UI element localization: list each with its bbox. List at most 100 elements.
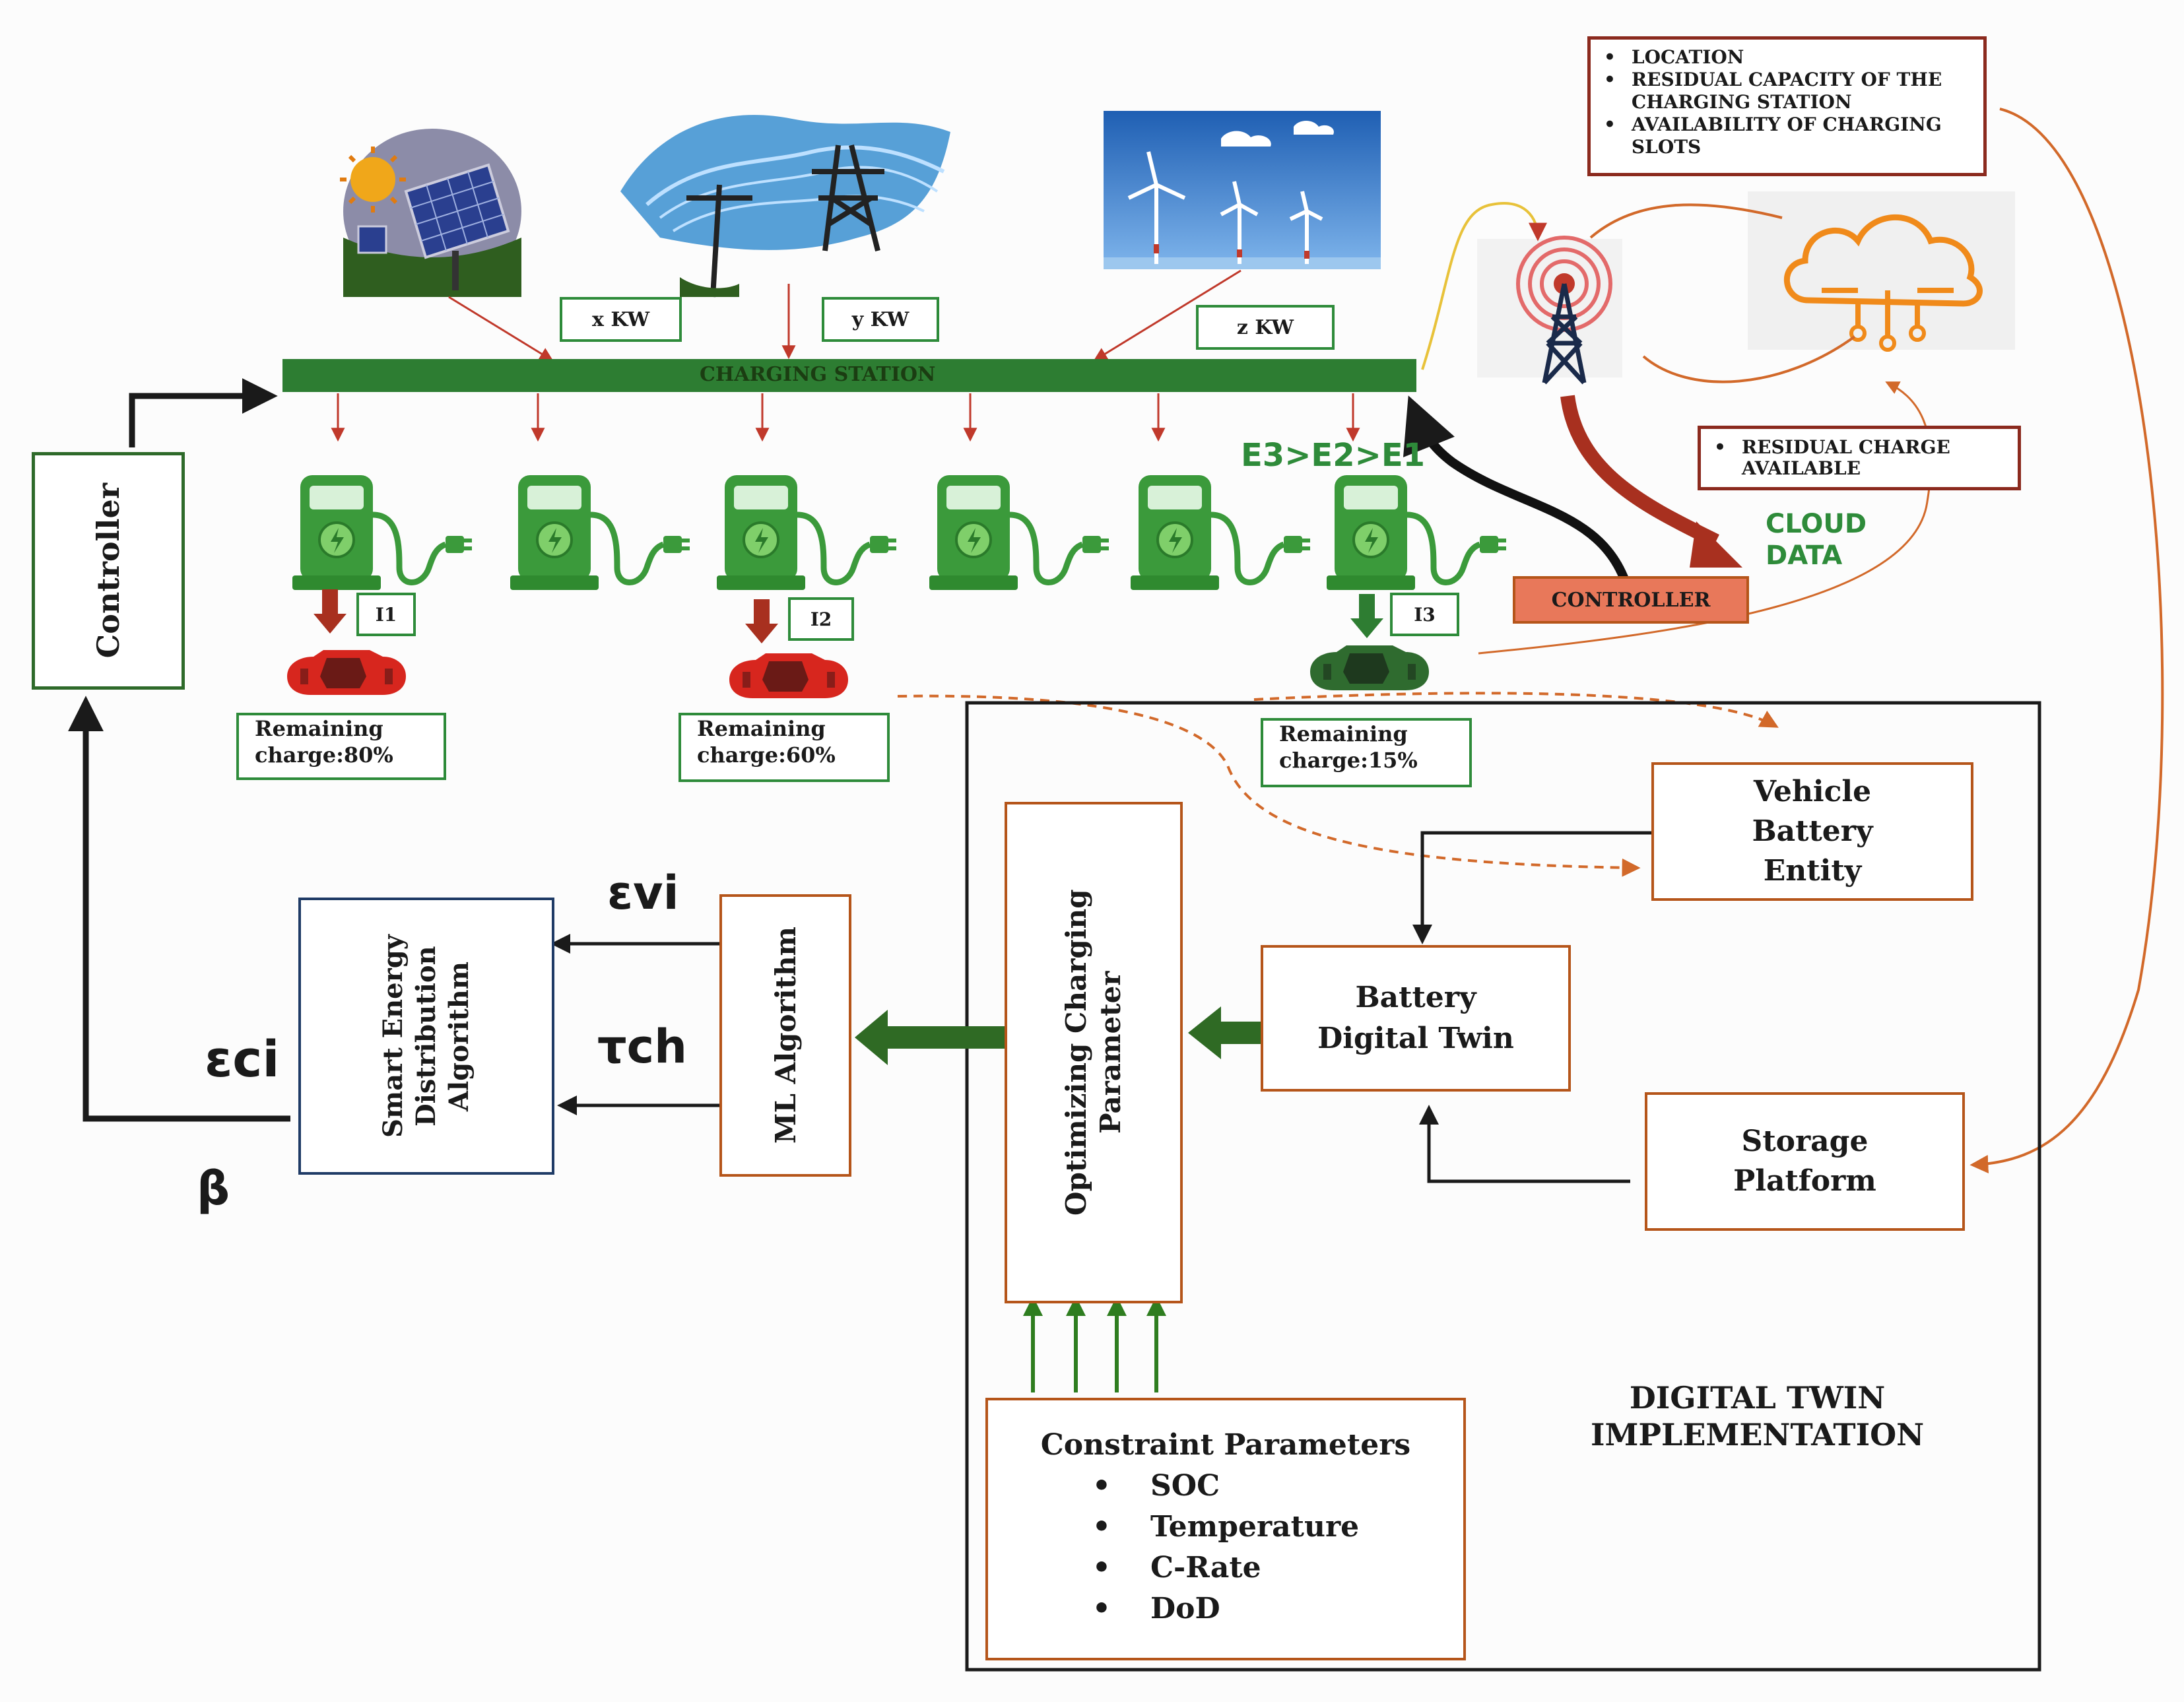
constraint-arrows [1023,1296,1166,1392]
digital-twin-frame [965,701,2041,1672]
tower-cloud-link-top [1589,203,1783,239]
vehicle-battery-label: Vehicle Battery Entity [1752,775,1873,888]
digital-twin-title-line2: IMPLEMENTATION [1591,1417,1925,1453]
cloud-data-label: CLOUD DATA [1766,508,1867,572]
controller-feedback-line [68,378,290,1122]
remaining-charge-2: Remaining charge:60% [678,713,890,782]
info-box-list: • LOCATION • RESIDUAL CAPACITY OF THE CHARG… [1604,46,1970,158]
vehicle-battery-box: Vehicle Battery Entity [1651,762,1973,901]
info-box: • LOCATION • RESIDUAL CAPACITY OF THE CHARG… [1587,36,1987,176]
smart-energy-label: Smart Energy Distribution Algorithm [378,934,475,1138]
current-label-2: I2 [788,597,854,641]
ml-algorithm-label: ML Algorithm [769,927,802,1144]
storage-platform-box: Storage Platform [1645,1092,1965,1231]
cloud-data-line2: DATA [1766,540,1843,571]
charging-pump-1 [292,475,472,590]
ml-to-smart-arrows [550,934,726,1115]
power-input-z: z KW [1196,305,1335,350]
constraints-bullet: • [1092,1592,1111,1625]
remaining-charge-3-line2: charge:15% [1279,748,1418,773]
tower-cloud-link-bottom [1642,335,1856,383]
constraints-item: • DoD [1092,1588,1359,1629]
controller-to-station-arrow [1403,395,1630,583]
power-input-z-label: z KW [1236,315,1294,339]
info-box-bullet: • [1604,114,1616,135]
residual-box-list: • RESIDUAL CHARGE AVAILABLE [1714,437,2004,479]
constraints-bullet: • [1092,1551,1111,1585]
station-outlet-arrows [331,393,1360,442]
charging-pump-3 [717,475,896,590]
current-label-1-text: I1 [375,603,397,626]
tower-to-controller-arrow-head [1690,521,1742,568]
symbol-eps-ci: εci [205,1030,280,1088]
controller-left: Controller [32,452,185,690]
residual-box-bullet: • [1714,436,1726,458]
car-to-vehicle-battery-link [897,694,1641,877]
power-input-y-label: y KW [851,308,910,331]
constraints-item: •SOC [1092,1466,1359,1507]
constraints-bullet: • [1092,1510,1111,1544]
remaining-charge-1-line1: Remaining [255,716,383,741]
info-box-text: AVAILABILITY OF CHARGING SLOTS [1631,114,1942,158]
charging-pump-4 [929,475,1109,590]
source-feed-arrows [448,269,1241,362]
battery-twin-line2: Digital Twin [1317,1022,1514,1055]
remaining-charge-1: Remaining charge:80% [236,713,446,780]
charging-station-bar [282,359,1416,392]
storage-platform-line2: Platform [1733,1164,1876,1198]
constraints-list: •SOC•Temperature•C-Rate•DoD [1092,1466,1359,1629]
symbol-eps-vi: εvi [607,866,679,920]
power-input-x-label: x KW [591,308,650,331]
remaining-charge-2-line2: charge:60% [697,742,836,768]
residual-box-text: RESIDUAL CHARGE AVAILABLE [1741,436,1950,479]
info-box-bullet: • [1604,46,1616,68]
info-box-bullet: • [1604,69,1616,90]
charging-pump-2 [510,475,690,590]
info-box-text: LOCATION [1631,46,1744,68]
charging-pump-5 [1131,475,1310,590]
remaining-charge-1-line2: charge:80% [255,742,393,768]
solar-panel-image [340,129,521,297]
info-box-item: • RESIDUAL CAPACITY OF THE CHARGING STATI… [1604,69,1970,114]
charging-pump-6 [1327,475,1506,590]
info-box-text: RESIDUAL CAPACITY OF THE CHARGING STATIO… [1631,69,1942,113]
constraints-text: DoD [1150,1592,1220,1625]
station-tower-link [1421,202,1547,370]
residual-box-item: • RESIDUAL CHARGE AVAILABLE [1714,437,2004,479]
controller-right-label: CONTROLLER [1551,588,1711,612]
optimizing-box: Optimizing Charging Parameter [1005,802,1183,1303]
info-to-storage-link [1969,108,2164,1173]
ml-algorithm-box: ML Algorithm [719,894,851,1177]
current-label-1: I1 [356,593,416,636]
current-label-3: I3 [1390,593,1459,636]
energy-order-label: E3>E2>E1 [1241,437,1425,474]
tower-to-controller-arrow [1560,395,1719,548]
current-arrow-2 [745,599,778,643]
twin-to-optimizer-arrow [1188,1006,1267,1059]
current-arrow-3 [1350,594,1383,638]
controller-left-label: Controller [90,483,126,659]
storage-platform-line1: Storage [1741,1125,1869,1158]
info-box-item: • LOCATION [1604,46,1970,69]
residual-box: • RESIDUAL CHARGE AVAILABLE [1698,426,2021,490]
constraints-item: • Temperature [1092,1507,1359,1548]
power-input-y: y KW [822,297,939,342]
constraints-bullet: • [1092,1469,1111,1503]
symbol-beta: β [197,1162,230,1216]
dashed-link-to-twin-box [1253,692,1779,728]
car-green-3 [1310,645,1429,690]
charging-station-label: CHARGING STATION [700,363,936,386]
vehicle-to-twin-arrow [1412,831,1651,944]
controller-right: CONTROLLER [1513,576,1749,624]
constraints-text: Temperature [1150,1510,1360,1544]
wind-turbine-image [1104,111,1381,269]
power-grid-image [620,115,950,298]
current-arrow-1 [314,589,347,634]
optimizing-label: Optimizing Charging Parameter [1060,889,1127,1216]
remaining-charge-3: Remaining charge:15% [1261,718,1472,787]
constraints-title: Constraint Parameters [1040,1428,1411,1462]
digital-twin-title-line1: DIGITAL TWIN [1629,1380,1886,1416]
constraints-box: Constraint Parameters •SOC•Temperature•C… [985,1398,1466,1660]
signal-tower-icon [1477,236,1622,385]
